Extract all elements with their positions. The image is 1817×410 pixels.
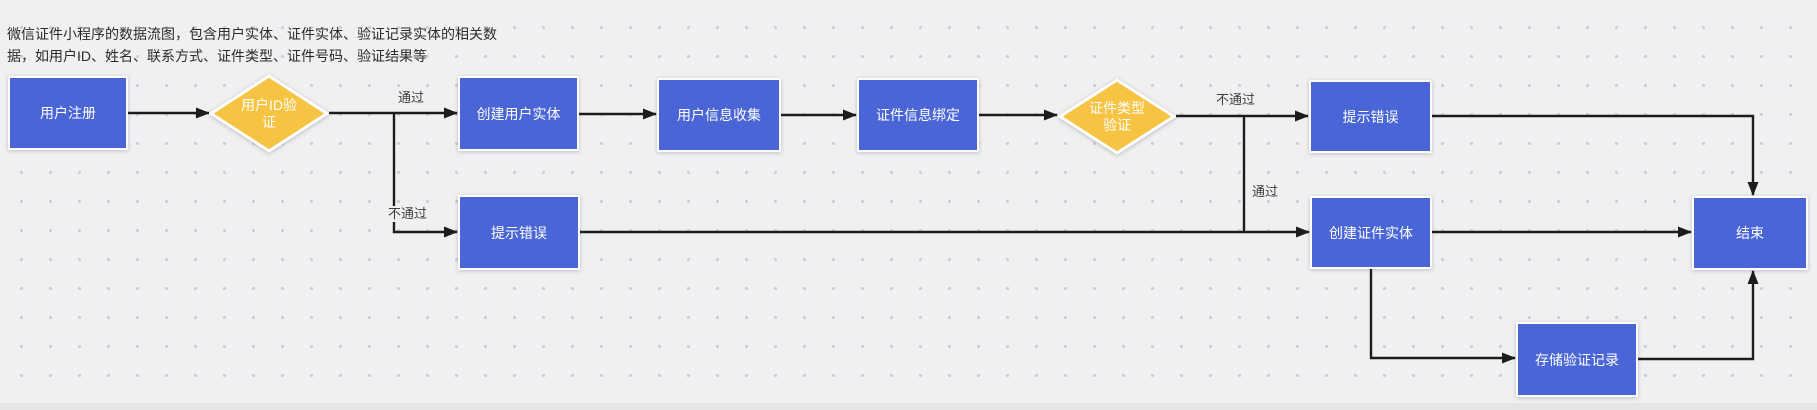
node-user-info-collect[interactable]: 用户信息收集 (657, 78, 781, 152)
node-label: 证件信息绑定 (876, 107, 960, 123)
edge-user-id-verify-to-error-tip-2 (392, 113, 458, 238)
node-label: 用户注册 (40, 105, 96, 121)
node-label: 提示错误 (491, 224, 547, 241)
node-error-tip-1[interactable]: 提示错误 (1309, 80, 1432, 153)
node-cert-info-bind[interactable]: 证件信息绑定 (857, 78, 979, 152)
diagram-description-line1: 微信证件小程序的数据流图，包含用户实体、证件实体、验证记录实体的相关数 (7, 26, 497, 42)
node-cert-type-verify[interactable]: 证件类型 验证 (1058, 78, 1176, 155)
edge-error-tip-1-to-end (1432, 114, 1759, 196)
edge-store-verify-record-to-end (1638, 270, 1759, 361)
node-create-user-entity[interactable]: 创建用户实体 (458, 76, 579, 151)
node-user-register[interactable]: 用户注册 (8, 76, 128, 150)
node-label: 结束 (1736, 225, 1764, 241)
node-label: 用户信息收集 (677, 107, 761, 123)
node-end[interactable]: 结束 (1692, 196, 1808, 270)
diamond-shape (1058, 78, 1176, 155)
diamond-shape (209, 74, 329, 153)
edge-label-pass-1: 通过 (396, 90, 427, 106)
node-label: 存储验证记录 (1535, 351, 1619, 368)
node-label: 创建证件实体 (1329, 224, 1413, 241)
node-user-id-verify[interactable]: 用户ID验 证 (209, 74, 329, 153)
diagram-description-line2: 据，如用户ID、姓名、联系方式、证件类型、证件号码、验证结果等 (7, 48, 427, 64)
node-label: 提示错误 (1342, 108, 1399, 125)
edge-label-fail-1: 不通过 (386, 206, 430, 222)
node-label: 创建用户实体 (476, 105, 561, 122)
edge-create-cert-entity-to-store-verify-record (1369, 269, 1516, 364)
node-store-verify-record[interactable]: 存储验证记录 (1516, 322, 1638, 397)
diagram-description: 微信证件小程序的数据流图，包含用户实体、证件实体、验证记录实体的相关数 据，如用… (7, 23, 497, 67)
node-create-cert-entity[interactable]: 创建证件实体 (1310, 196, 1432, 269)
edge-label-pass-2: 通过 (1250, 184, 1281, 200)
canvas-bottom-edge (0, 403, 1817, 410)
node-error-tip-2[interactable]: 提示错误 (458, 195, 580, 270)
edge-label-fail-2: 不通过 (1214, 92, 1258, 108)
